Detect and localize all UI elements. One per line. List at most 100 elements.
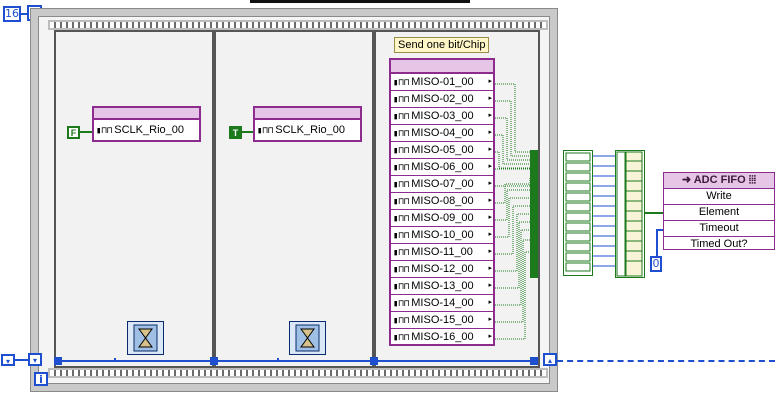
miso-channel-label: MISO-02_00 (411, 93, 474, 105)
miso-node-header (391, 60, 493, 73)
miso-channel-label: MISO-04_00 (411, 127, 474, 139)
miso-channel-label: MISO-08_00 (411, 195, 474, 207)
output-arrow-icon: ▸ (488, 112, 492, 119)
waveform-icon: ▮⊓⊓ (393, 265, 410, 275)
index-array-icon (565, 152, 591, 272)
bundle-function[interactable] (615, 150, 645, 278)
miso-channel-label: MISO-10_00 (411, 229, 474, 241)
miso-channel-item[interactable]: ▮⊓⊓MISO-15_00▸ (391, 311, 493, 328)
build-array-function[interactable] (530, 150, 538, 278)
waveform-icon: ▮⊓⊓ (393, 231, 410, 241)
output-arrow-icon: ▸ (488, 265, 492, 272)
miso-channel-label: MISO-05_00 (411, 144, 474, 156)
waveform-icon: ▮⊓⊓ (393, 299, 410, 309)
miso-channel-label: MISO-13_00 (411, 280, 474, 292)
miso-wires (495, 83, 531, 340)
miso-channel-item[interactable]: ▮⊓⊓MISO-07_00▸ (391, 175, 493, 192)
loop-count-constant[interactable]: 16 (3, 6, 21, 22)
top-edge-wire (250, 0, 470, 3)
waveform-icon: ▮⊓⊓ (393, 316, 410, 326)
miso-channel-item[interactable]: ▮⊓⊓MISO-05_00 ▸ (391, 141, 493, 158)
waveform-icon: ▮⊓⊓ (393, 333, 410, 343)
output-arrow-icon: ▸ (488, 282, 492, 289)
true-constant[interactable]: T (229, 126, 242, 139)
sequence-frame-2[interactable] (214, 30, 374, 368)
waveform-icon: ▮⊓⊓ (96, 126, 113, 136)
output-arrow-icon: ▸ (488, 333, 492, 340)
fpga-io-node-2[interactable]: ▮⊓⊓SCLK_Rio_00 (253, 106, 362, 142)
hourglass-wait-icon (295, 324, 320, 352)
miso-channel-item[interactable]: ▮⊓⊓MISO-01_00▸ (391, 73, 493, 90)
output-arrow-icon: ▸ (488, 129, 492, 136)
waveform-icon: ▮⊓⊓ (393, 163, 410, 173)
io-node-header (94, 108, 199, 119)
miso-channel-label: MISO-06_00 (411, 161, 474, 173)
waveform-icon: ▮⊓⊓ (393, 282, 410, 292)
fifo-arrow-icon: ➜ (681, 174, 692, 186)
loop-iteration-terminal[interactable]: i (34, 372, 48, 386)
miso-channel-item[interactable]: ▮⊓⊓MISO-10_00▸ (391, 226, 493, 243)
error-wire (62, 360, 532, 362)
io-node-item-2[interactable]: ▮⊓⊓SCLK_Rio_00 (255, 119, 360, 140)
wait-function-1[interactable] (127, 321, 164, 355)
miso-channel-item[interactable]: ▮⊓⊓MISO-04_00 ▸ (391, 124, 493, 141)
miso-channel-label: MISO-16_00 (411, 331, 474, 343)
waveform-icon: ▮⊓⊓ (393, 78, 410, 88)
shift-register-icon[interactable]: ▴ (543, 353, 557, 366)
fifo-input-element[interactable]: Element (664, 204, 774, 220)
miso-channel-label: MISO-07_00 (411, 178, 474, 190)
miso-channel-item[interactable]: ▮⊓⊓MISO-13_00 ▸ (391, 277, 493, 294)
timeout-constant[interactable]: 0 (650, 256, 662, 272)
miso-channel-label: MISO-09_00 (411, 212, 474, 224)
output-arrow-icon: ▸ (488, 78, 492, 85)
output-arrow-icon: ▸ (488, 197, 492, 204)
miso-channel-item[interactable]: ▮⊓⊓MISO-14_00 ▸ (391, 294, 493, 311)
waveform-icon: ▮⊓⊓ (393, 112, 410, 122)
waveform-icon: ▮⊓⊓ (393, 129, 410, 139)
error-in-terminal[interactable]: ▾ (1, 354, 15, 366)
frame-label: Send one bit/Chip (394, 37, 490, 53)
miso-channel-label: MISO-12_00 (411, 263, 474, 275)
miso-channel-item[interactable]: ▮⊓⊓MISO-09_00 ▸ (391, 209, 493, 226)
io-node-item[interactable]: ▮⊓⊓SCLK_Rio_00 (94, 119, 199, 140)
fifo-queue-icon: ⦙⦙⦙ (748, 174, 757, 186)
miso-channel-item[interactable]: ▮⊓⊓MISO-03_00▸ (391, 107, 493, 124)
error-in-wire (15, 359, 29, 361)
output-arrow-icon: ▸ (488, 163, 492, 170)
fpga-io-node-1[interactable]: ▮⊓⊓SCLK_Rio_00 (92, 106, 201, 142)
miso-channel-item[interactable]: ▮⊓⊓MISO-11_00▸ (391, 243, 493, 260)
false-constant[interactable]: F (67, 126, 80, 139)
fifo-output-timed-out[interactable]: Timed Out? (664, 236, 774, 252)
miso-channel-item[interactable]: ▮⊓⊓MISO-06_00 ▸ (391, 158, 493, 175)
waveform-icon: ▮⊓⊓ (393, 180, 410, 190)
waveform-icon: ▮⊓⊓ (257, 126, 274, 136)
tunnel-icon[interactable] (54, 357, 62, 365)
fifo-method-write[interactable]: Write (664, 188, 774, 204)
miso-channel-label: MISO-11_00 (411, 246, 473, 258)
junction (114, 358, 116, 361)
output-arrow-icon: ▸ (488, 146, 492, 153)
output-arrow-icon: ▸ (488, 299, 492, 306)
waveform-icon: ▮⊓⊓ (393, 214, 410, 224)
output-arrow-icon: ▸ (488, 214, 492, 221)
index-array-function[interactable] (563, 150, 593, 276)
output-arrow-icon: ▸ (488, 95, 492, 102)
wait-function-2[interactable] (289, 321, 326, 355)
miso-channel-item[interactable]: ▮⊓⊓MISO-08_00▸ (391, 192, 493, 209)
miso-channel-label: MISO-14_00 (411, 297, 474, 309)
shift-register-icon[interactable]: ▾ (28, 353, 42, 366)
miso-channel-item[interactable]: ▮⊓⊓MISO-02_00▸ (391, 90, 493, 107)
miso-channel-label: MISO-15_00 (411, 314, 474, 326)
sequence-frame-1[interactable] (54, 30, 214, 368)
fifo-input-timeout[interactable]: Timeout (664, 220, 774, 236)
bundle-icon (616, 151, 643, 277)
miso-io-node[interactable]: ▮⊓⊓MISO-01_00▸▮⊓⊓MISO-02_00▸▮⊓⊓MISO-03_0… (389, 58, 495, 346)
error-out-wire (557, 360, 775, 362)
sequence-top-strip (48, 20, 548, 30)
miso-channel-item[interactable]: ▮⊓⊓MISO-16_00 ▸ (391, 328, 493, 345)
miso-channel-item[interactable]: ▮⊓⊓MISO-12_00 ▸ (391, 260, 493, 277)
adc-fifo-node[interactable]: ➜ ADC FIFO ⦙⦙⦙ Write Element Timeout Tim… (663, 172, 775, 250)
count-wire (21, 13, 27, 15)
tunnel-icon[interactable] (530, 357, 538, 365)
waveform-icon: ▮⊓⊓ (393, 146, 410, 156)
